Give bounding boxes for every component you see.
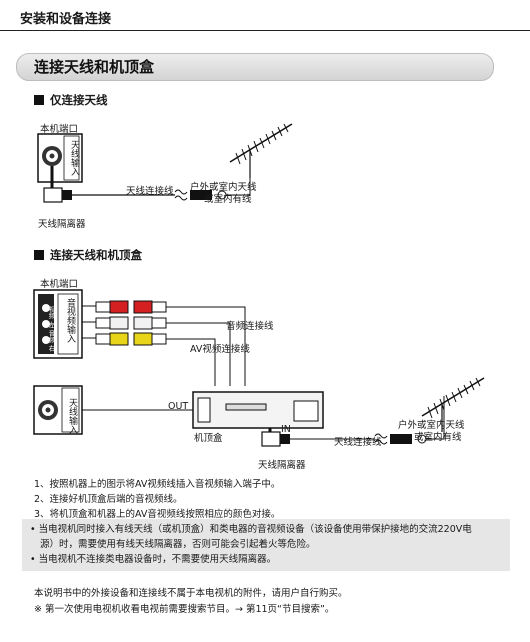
av-cable-label: AV视频连接线 — [190, 344, 250, 355]
page-header-title: 安装和设备连接 — [20, 12, 112, 27]
in-label: IN — [281, 424, 291, 435]
step-item: 1、按照机器上的图示将AV视频线插入音视频输入端子中。 — [34, 479, 281, 490]
footer-note: 本说明书中的外接设备和连接线不属于本电视机的附件，请用户自行购买。 — [34, 588, 348, 599]
port-label-1: 本机端口 — [40, 124, 79, 135]
step-item: 2、连接好机顶盒后端的音视频线。 — [34, 494, 183, 505]
section-banner — [16, 53, 494, 81]
subheading-antenna-only: 仅连接天线 — [34, 92, 108, 108]
notes-box — [22, 519, 510, 571]
antenna-input-label-2: 天线输入 — [67, 398, 77, 434]
av-small-label: 视频 左 音频 右 — [47, 306, 55, 352]
subheading-antenna-stb: 连接天线和机顶盒 — [34, 247, 142, 263]
isolator-label-2: 天线隔离器 — [258, 460, 306, 471]
antenna-stb-diagram — [33, 289, 445, 447]
antenna-type-label-1b: 或室内有线 — [204, 194, 252, 205]
section-title: 连接天线和机顶盒 — [34, 58, 155, 76]
antenna-cable-label-1: 天线连接线 — [126, 186, 174, 197]
bullet-square-icon — [34, 250, 44, 260]
notes-list: • 当电视机同时接入有线天线（或机顶盒）和类电器的音视频设备（该设备使用带保护接… — [30, 522, 508, 567]
out-label: OUT — [168, 401, 189, 412]
footer-reference: ※ 第一次使用电视机收看电视前需要搜索节目。→ 第11页“节目搜索”。 — [34, 604, 335, 615]
antenna-type-label-1a: 户外或室内天线 — [190, 182, 257, 193]
bullet-square-icon — [34, 95, 44, 105]
antenna-icon — [229, 123, 293, 178]
note-item: • 当电视机同时接入有线天线（或机顶盒）和类电器的音视频设备（该设备使用带保护接… — [30, 524, 472, 535]
stb-label: 机顶盒 — [194, 433, 223, 444]
antenna-only-diagram — [37, 133, 251, 203]
antenna-icon — [421, 377, 485, 432]
isolator-icon — [43, 187, 63, 203]
audio-cable-label: 音频连接线 — [226, 321, 274, 332]
antenna-type-label-2b: 或室内有线 — [414, 432, 462, 443]
av-plugs — [95, 300, 167, 346]
note-item: 源）时，需要使用有线天线隔离器，否则可能会引起着火等危险。 — [40, 539, 316, 550]
port-label-2: 本机端口 — [40, 279, 79, 290]
av-input-label: 音视频输入 — [65, 298, 75, 343]
note-item: • 当电视机不连接类电器设备时，不需要使用天线隔离器。 — [30, 554, 277, 565]
antenna-input-label-1: 天线输入 — [69, 140, 79, 176]
isolator-label-1: 天线隔离器 — [38, 219, 86, 230]
step-item: 3、将机顶盒和机器上的AV音视频线按照相应的颜色对接。 — [34, 509, 281, 520]
antenna-cable-label-2: 天线连接线 — [334, 437, 382, 448]
header-divider — [0, 30, 530, 31]
antenna-type-label-2a: 户外或室内天线 — [398, 420, 465, 431]
steps-list: 1、按照机器上的图示将AV视频线插入音视频输入端子中。 2、连接好机顶盒后端的音… — [34, 477, 280, 522]
